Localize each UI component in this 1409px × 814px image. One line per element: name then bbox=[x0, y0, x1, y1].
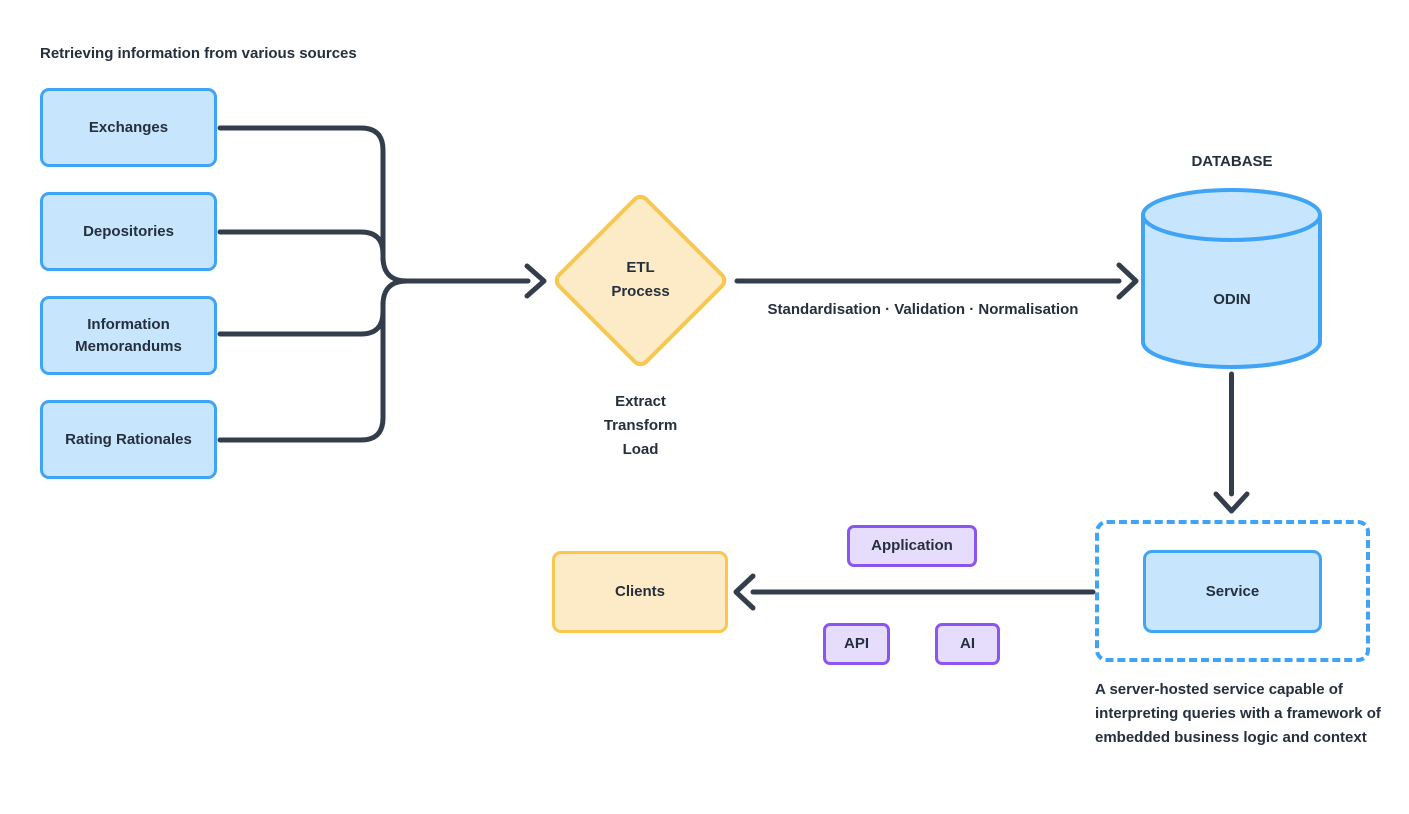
etl-sub-caption: Extract Transform Load bbox=[565, 390, 716, 462]
consumer-box-label: Application bbox=[871, 537, 953, 554]
source-box-label: Exchanges bbox=[88, 118, 169, 136]
source-box-rating-rationales: Rating Rationales bbox=[40, 400, 217, 479]
source-box-exchanges: Exchanges bbox=[40, 88, 217, 167]
clients-box: Clients bbox=[552, 551, 728, 633]
pipeline-arrow-label: Standardisation · Validation · Normalisa… bbox=[767, 301, 1079, 318]
consumer-box-label: API bbox=[843, 635, 869, 652]
source-box-information-memorandums: Information Memorandums bbox=[40, 296, 217, 375]
connector-depositories bbox=[217, 229, 386, 263]
page-title: Retrieving information from various sour… bbox=[40, 45, 357, 62]
connector-rating-rationales bbox=[217, 278, 410, 443]
etl-sub-line: Load bbox=[622, 441, 659, 458]
database-caption: DATABASE bbox=[1191, 153, 1273, 170]
consumer-box-application: Application bbox=[847, 525, 977, 567]
source-box-label: Depositories bbox=[83, 222, 174, 240]
service-dashed-container bbox=[1095, 520, 1370, 662]
service-description: A server-hosted service capable of inter… bbox=[1095, 681, 1381, 746]
source-box-label: Rating Rationales bbox=[65, 430, 192, 448]
connector-information-memorandums bbox=[217, 301, 386, 337]
etl-diamond-label: ETL Process bbox=[565, 256, 716, 304]
etl-label-line1: ETL bbox=[626, 259, 655, 276]
etl-sub-line: Extract bbox=[615, 393, 666, 410]
arrow-database-to-service bbox=[1213, 371, 1250, 514]
service-box-label: Service bbox=[1205, 582, 1260, 600]
etl-sub-line: Transform bbox=[603, 417, 678, 434]
consumer-box-label: AI bbox=[960, 635, 975, 652]
connector-exchanges bbox=[217, 125, 410, 284]
arrow-sources-to-etl bbox=[404, 263, 547, 299]
consumer-box-ai: AI bbox=[935, 623, 1000, 665]
database-name-label: ODIN bbox=[1213, 291, 1251, 308]
consumer-box-api: API bbox=[823, 623, 890, 665]
service-box: Service bbox=[1143, 550, 1322, 633]
arrow-service-to-clients bbox=[733, 573, 1096, 611]
source-box-depositories: Depositories bbox=[40, 192, 217, 271]
source-box-label: Information Memorandums bbox=[75, 315, 182, 355]
clients-box-label: Clients bbox=[614, 583, 665, 600]
arrow-etl-to-database bbox=[734, 262, 1139, 300]
etl-label-line2: Process bbox=[611, 283, 670, 300]
database-cylinder bbox=[1141, 188, 1322, 369]
